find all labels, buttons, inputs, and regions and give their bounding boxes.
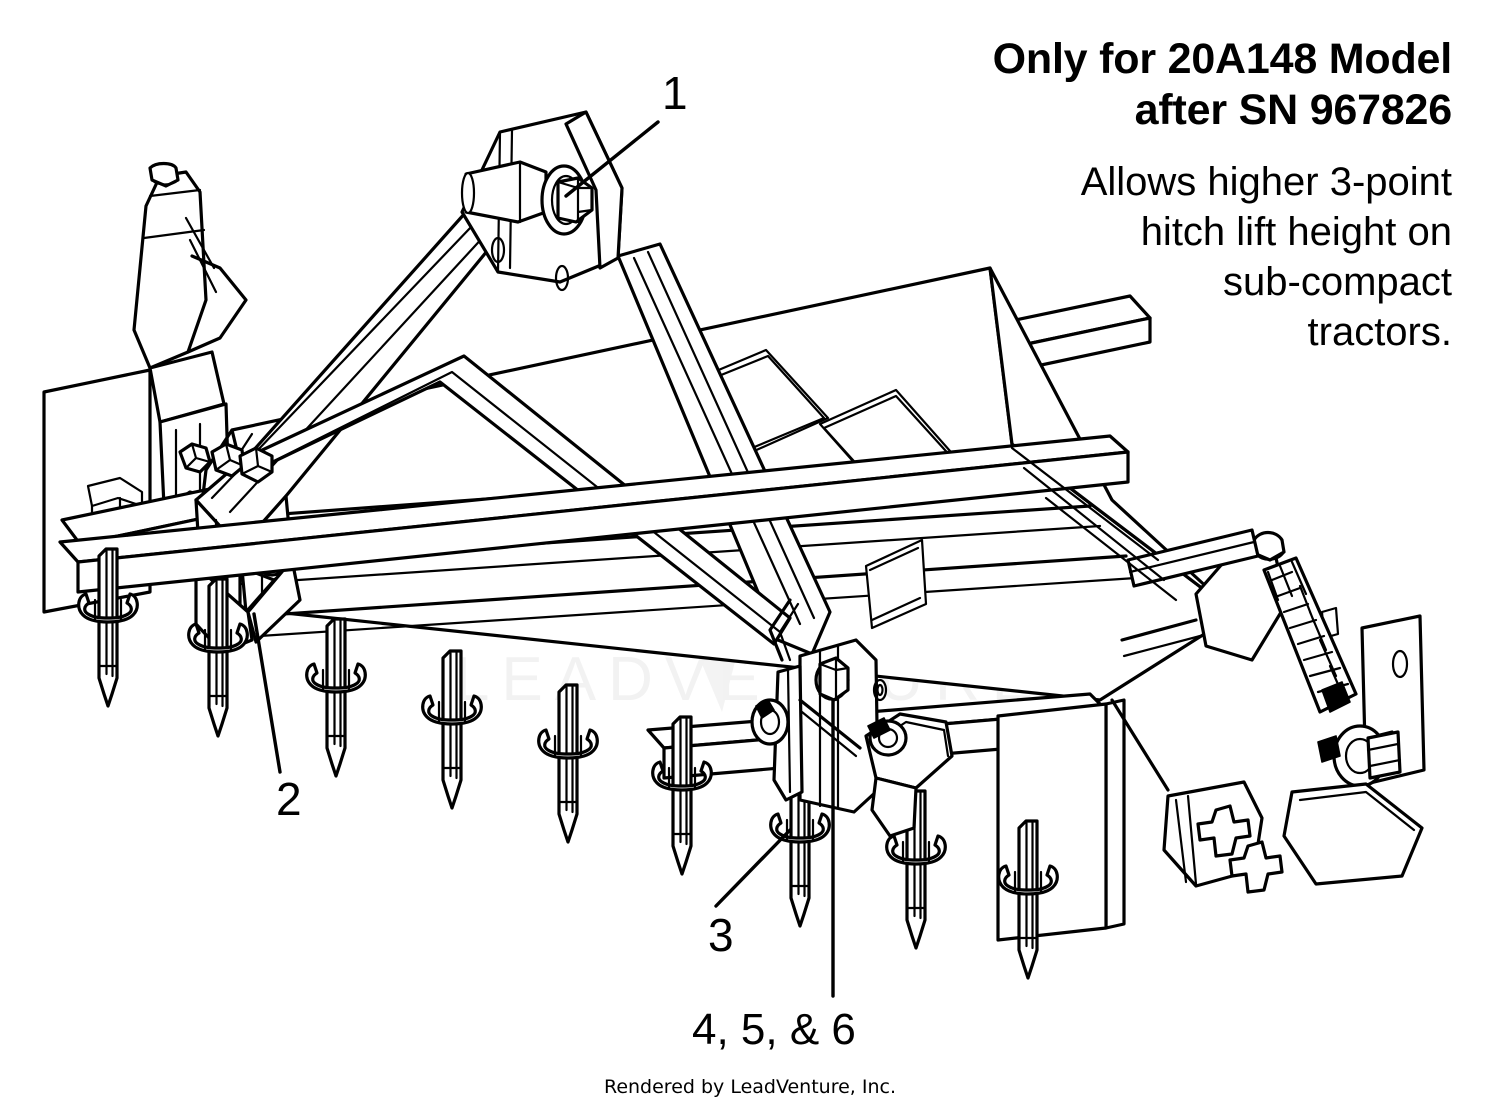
center-hitch-clevis	[750, 598, 954, 838]
callout-label-3: 3	[708, 909, 734, 961]
callout-leaders	[252, 120, 835, 998]
front-toolbar	[58, 434, 1130, 594]
callout-label-1: 1	[662, 67, 688, 119]
leader-1	[564, 120, 660, 198]
callout-label-2: 2	[276, 773, 302, 825]
note-body: Allows higher 3-point hitch lift height …	[1080, 160, 1452, 355]
hex-bolt-left-upper	[178, 442, 212, 474]
leader-2	[252, 612, 282, 774]
callout-label-4-5-6: 4, 5, & 6	[692, 1005, 856, 1054]
right-end-assembly	[1110, 528, 1426, 894]
right-body-rails	[1010, 446, 1178, 602]
leader-3	[714, 828, 792, 908]
hex-bolt-mast-b	[238, 446, 274, 484]
render-credit: Rendered by LeadVenture, Inc.	[603, 1076, 897, 1098]
model-note-block: Only for 20A148 Model after SN 967826 Al…	[812, 34, 1453, 357]
note-title: Only for 20A148 Model after SN 967826	[992, 35, 1453, 134]
